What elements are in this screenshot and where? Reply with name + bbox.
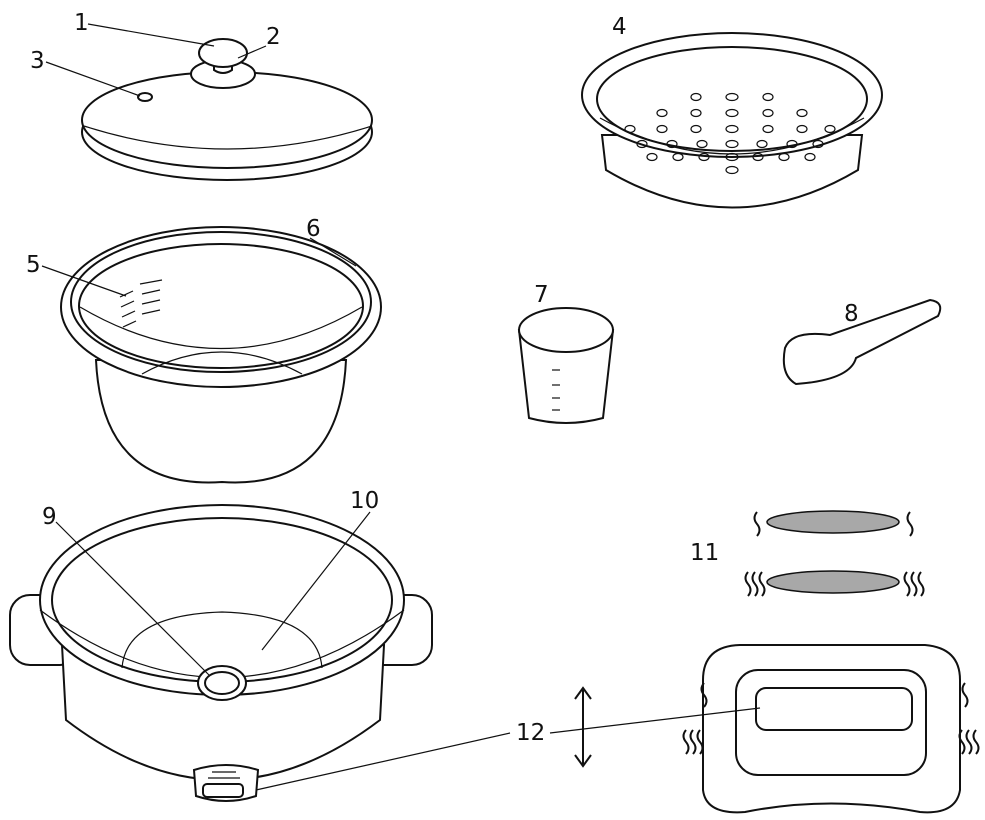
label-6: 6 xyxy=(306,216,321,242)
steamer-hole xyxy=(762,124,774,134)
label-4: 4 xyxy=(612,14,627,40)
part-labels: 1 2 3 4 5 6 7 8 9 10 11 12 xyxy=(26,10,859,746)
leader-lines xyxy=(41,23,761,791)
label-3: 3 xyxy=(30,48,45,74)
label-10: 10 xyxy=(350,488,379,514)
steamer-hole xyxy=(824,124,836,134)
steamer-hole xyxy=(698,152,710,162)
lid-knob xyxy=(190,38,256,89)
lid xyxy=(81,38,373,181)
steamer-hole xyxy=(672,152,684,162)
label-12: 12 xyxy=(516,720,545,746)
steamer-hole xyxy=(812,139,824,149)
steam-vent xyxy=(137,92,153,102)
label-9: 9 xyxy=(42,504,57,530)
control-switch[interactable] xyxy=(192,764,260,802)
steamer-hole xyxy=(656,124,668,134)
steamer-hole xyxy=(690,124,702,134)
steamer-hole xyxy=(756,139,768,149)
steamer-hole xyxy=(690,108,702,118)
steamer-hole xyxy=(725,108,739,118)
cooker-body xyxy=(9,504,433,802)
steamer-hole xyxy=(804,152,816,162)
steamer-hole xyxy=(636,139,648,149)
steamer-hole xyxy=(752,152,764,162)
steamer-hole xyxy=(725,124,739,134)
switch-detail xyxy=(574,644,980,814)
label-2: 2 xyxy=(266,24,281,50)
label-1: 1 xyxy=(74,10,89,36)
thermostat-sensor xyxy=(197,665,247,701)
water-level-marks xyxy=(119,279,163,328)
steamer-hole xyxy=(796,124,808,134)
heating-plate-indicator xyxy=(744,510,925,597)
label-11: 11 xyxy=(690,540,719,566)
up-down-arrow-icon xyxy=(574,686,592,768)
label-5: 5 xyxy=(26,252,41,278)
steamer-hole xyxy=(725,139,739,149)
steamer-hole xyxy=(778,152,790,162)
steamer-hole xyxy=(762,108,774,118)
rice-paddle xyxy=(782,298,942,386)
inner-pot xyxy=(60,226,382,484)
steamer-hole xyxy=(646,152,658,162)
steamer-hole xyxy=(786,139,798,149)
steamer-hole xyxy=(725,92,739,102)
steamer-basket xyxy=(581,32,883,209)
steamer-hole xyxy=(666,139,678,149)
steamer-hole xyxy=(762,92,774,102)
steamer-hole xyxy=(690,92,702,102)
steamer-holes xyxy=(624,92,836,175)
steamer-hole xyxy=(624,124,636,134)
steamer-hole xyxy=(696,139,708,149)
measuring-cup xyxy=(517,307,615,424)
label-7: 7 xyxy=(534,282,549,308)
steamer-hole xyxy=(656,108,668,118)
steamer-hole xyxy=(796,108,808,118)
steamer-hole xyxy=(725,165,739,175)
label-8: 8 xyxy=(844,301,859,327)
steamer-hole xyxy=(725,152,739,162)
